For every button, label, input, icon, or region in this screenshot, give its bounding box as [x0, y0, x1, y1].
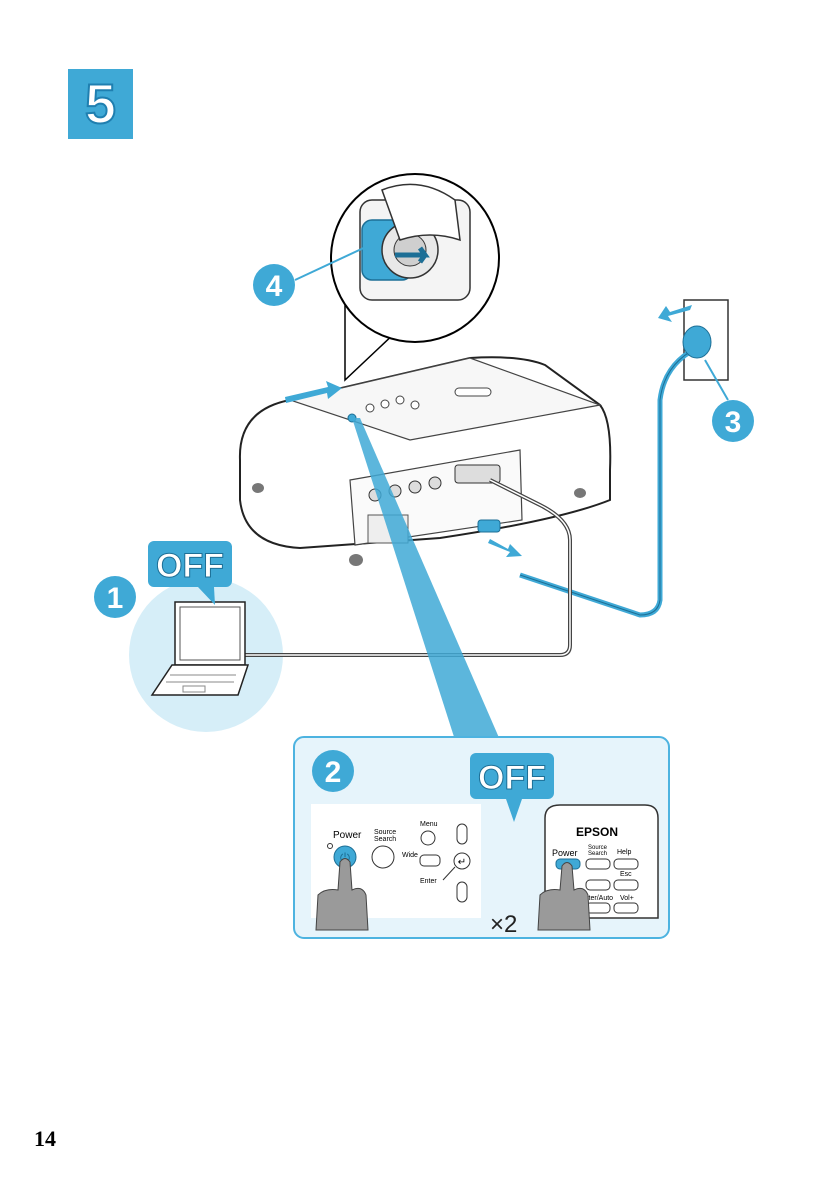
remote-vol-button — [614, 903, 638, 913]
remote-brand: EPSON — [576, 825, 618, 839]
remote-source-2: Search — [588, 851, 607, 857]
callout-2-number: 2 — [325, 756, 342, 789]
remote-power-label: Power — [552, 848, 578, 858]
cp-enter-label: Enter — [420, 878, 437, 885]
cp-power-label: Power — [333, 830, 362, 841]
remote-enter-button — [586, 903, 610, 913]
cp-menu-button — [421, 831, 435, 845]
cp-menu-label: Menu — [420, 821, 438, 828]
projector — [240, 357, 610, 566]
callout-1-number: 1 — [107, 582, 124, 615]
cp-wide-label: Wide — [402, 852, 418, 859]
times-two: ×2 — [490, 911, 517, 938]
remote-vol-label: Vol+ — [620, 895, 634, 902]
cp-source-label-2: Search — [374, 836, 396, 843]
off-text-laptop: OFF — [156, 547, 224, 585]
remote-control: EPSON Power Source Search Help Esc Enter… — [538, 805, 658, 930]
remote-source-button — [586, 859, 610, 869]
remote-help-label: Help — [617, 849, 632, 856]
control-panel: Power ⏻ Source Search Menu Wide ↵ Enter — [311, 804, 481, 930]
remote-esc-button — [614, 880, 638, 890]
lens-cover-zoom — [331, 174, 499, 380]
svg-text:↵: ↵ — [458, 857, 466, 868]
remote-esc-label: Esc — [620, 871, 632, 878]
callout-4-number: 4 — [266, 270, 283, 303]
cp-source-button — [372, 846, 394, 868]
page-number: 14 — [34, 1126, 56, 1152]
off-text-remote: OFF — [478, 759, 546, 797]
cp-source-label-1: Source — [374, 829, 396, 836]
cp-wide-button — [420, 855, 440, 866]
remote-help-button — [614, 859, 638, 869]
callout-3-number: 3 — [725, 406, 742, 439]
